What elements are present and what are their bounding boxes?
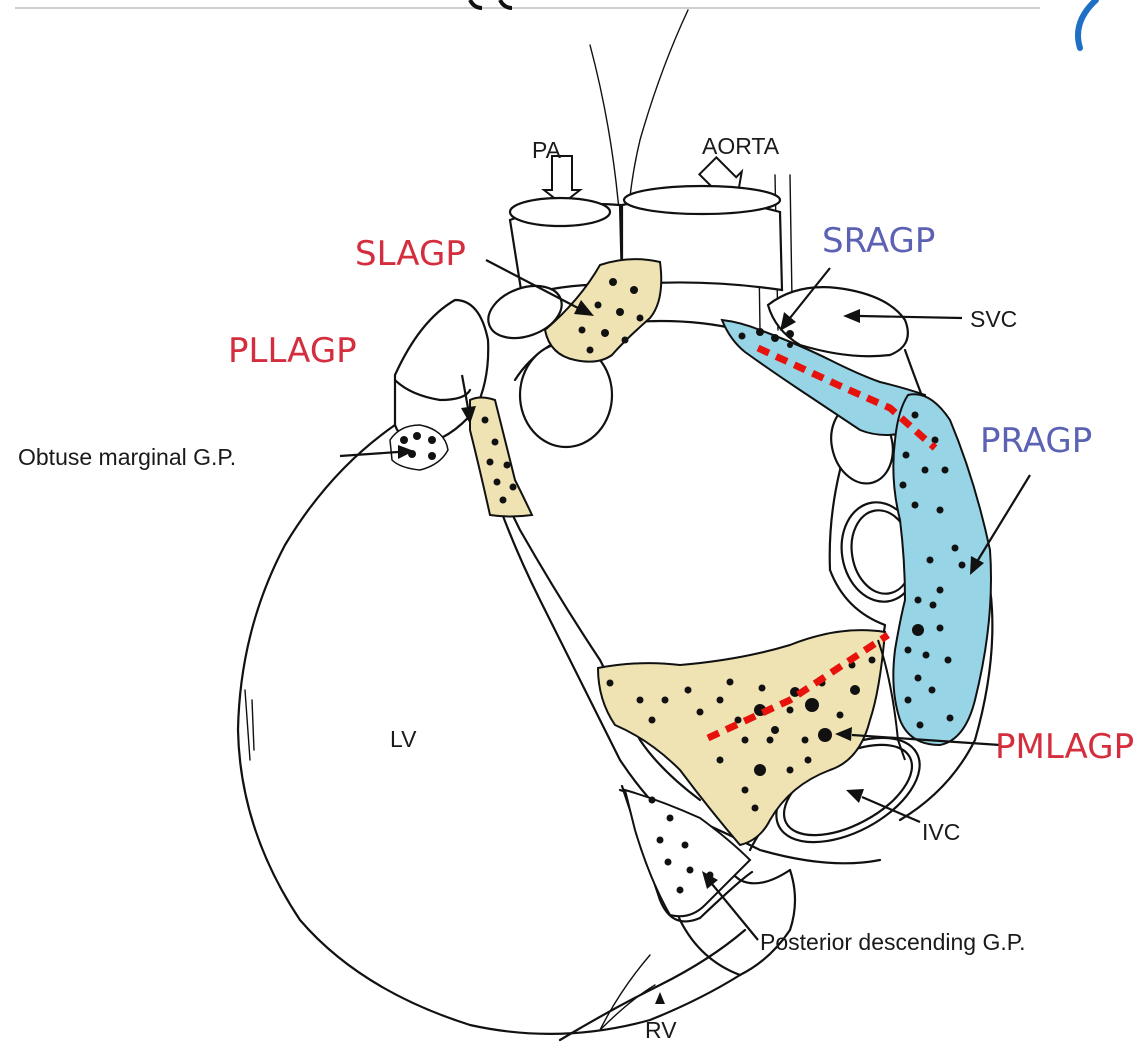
pllagp-label: PLLAGP xyxy=(228,331,357,371)
rv-label: RV xyxy=(645,1017,677,1043)
lv-label: LV xyxy=(390,726,417,752)
slagp-label: SLAGP xyxy=(355,234,466,274)
svc-label: SVC xyxy=(970,306,1017,332)
pa-arrow-icon xyxy=(544,156,580,204)
posterior-descending-label: Posterior descending G.P. xyxy=(760,929,1026,955)
top-crop-artifacts xyxy=(15,0,1096,48)
aorta-label: AORTA xyxy=(702,133,780,159)
pragp-label: PRAGP xyxy=(980,421,1092,461)
ivc-label: IVC xyxy=(922,819,960,845)
obtuse-marginal-label: Obtuse marginal G.P. xyxy=(18,444,236,470)
pa-label: PA xyxy=(532,137,562,163)
pmlagp-label: PMLAGP xyxy=(995,727,1134,767)
sragp-label: SRAGP xyxy=(822,221,935,261)
